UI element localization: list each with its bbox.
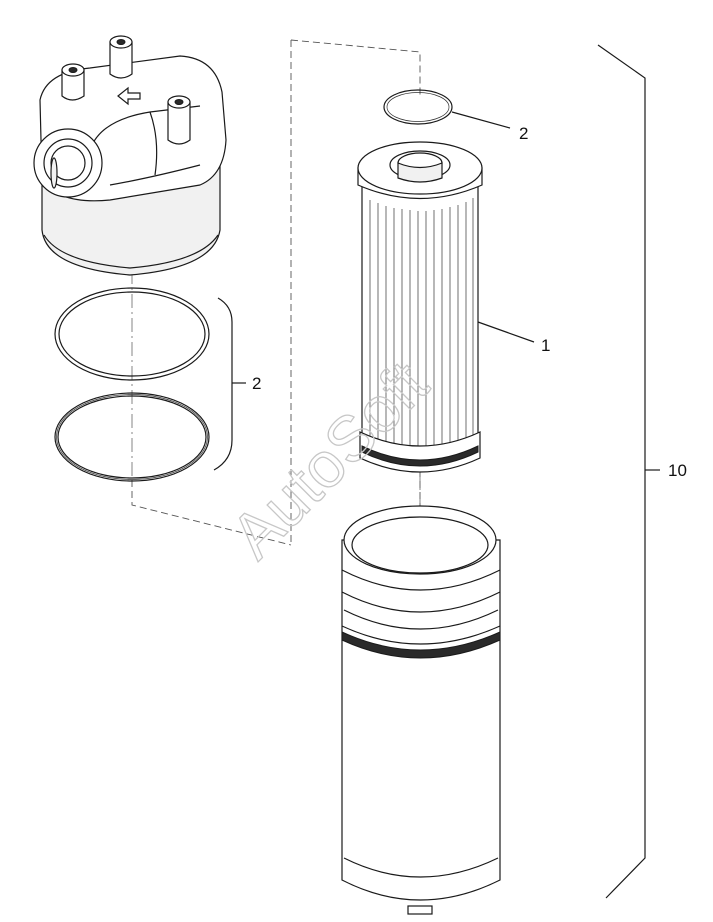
- head-seals-callout: 2: [252, 374, 261, 393]
- head-o-rings: [54, 287, 210, 482]
- element-seal-callout: 2: [519, 124, 528, 143]
- filter-head: [33, 35, 227, 276]
- assembly-bracket: [597, 44, 646, 899]
- filter-element-leader: [477, 321, 535, 343]
- element-pleats: [369, 198, 474, 458]
- element-seal-leader: [451, 111, 511, 129]
- head-seals-bracket: [213, 297, 233, 471]
- element-o-ring: [383, 89, 453, 125]
- filter-element: [357, 141, 483, 473]
- assembly-callout: 10: [668, 461, 687, 480]
- filter-bowl: [341, 505, 501, 915]
- filter-element-callout: 1: [541, 336, 550, 355]
